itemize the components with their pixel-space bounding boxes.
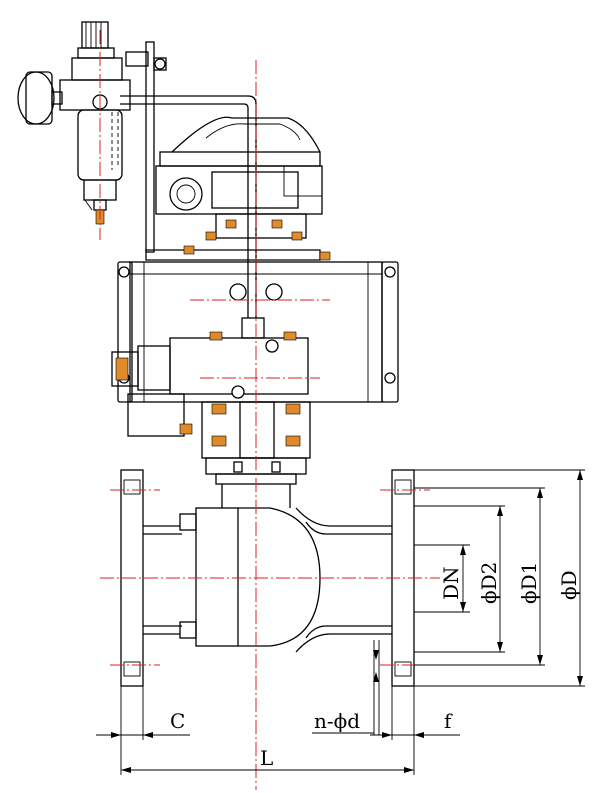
mounting-bracket xyxy=(125,41,167,253)
dim-d-label: ϕD xyxy=(557,570,581,600)
dim-dn-label: DN xyxy=(439,566,463,600)
dim-nd-label: n-ϕd xyxy=(314,709,360,733)
dim-c-label: C xyxy=(170,709,185,733)
dim-d2-label: ϕD2 xyxy=(477,562,501,604)
dim-d1-label: ϕD1 xyxy=(517,562,541,604)
solenoid-valve xyxy=(111,317,309,437)
pneumatic-actuator xyxy=(117,261,399,403)
filter-regulator xyxy=(59,21,131,225)
switch-bracket xyxy=(145,249,321,261)
dimensions xyxy=(96,469,585,775)
limit-switch-box xyxy=(155,116,323,241)
pressure-gauge xyxy=(17,71,63,125)
center-lines xyxy=(99,30,440,790)
dim-f-label: f xyxy=(444,709,453,733)
air-pipe xyxy=(120,95,257,318)
dim-l-label: L xyxy=(260,746,273,770)
